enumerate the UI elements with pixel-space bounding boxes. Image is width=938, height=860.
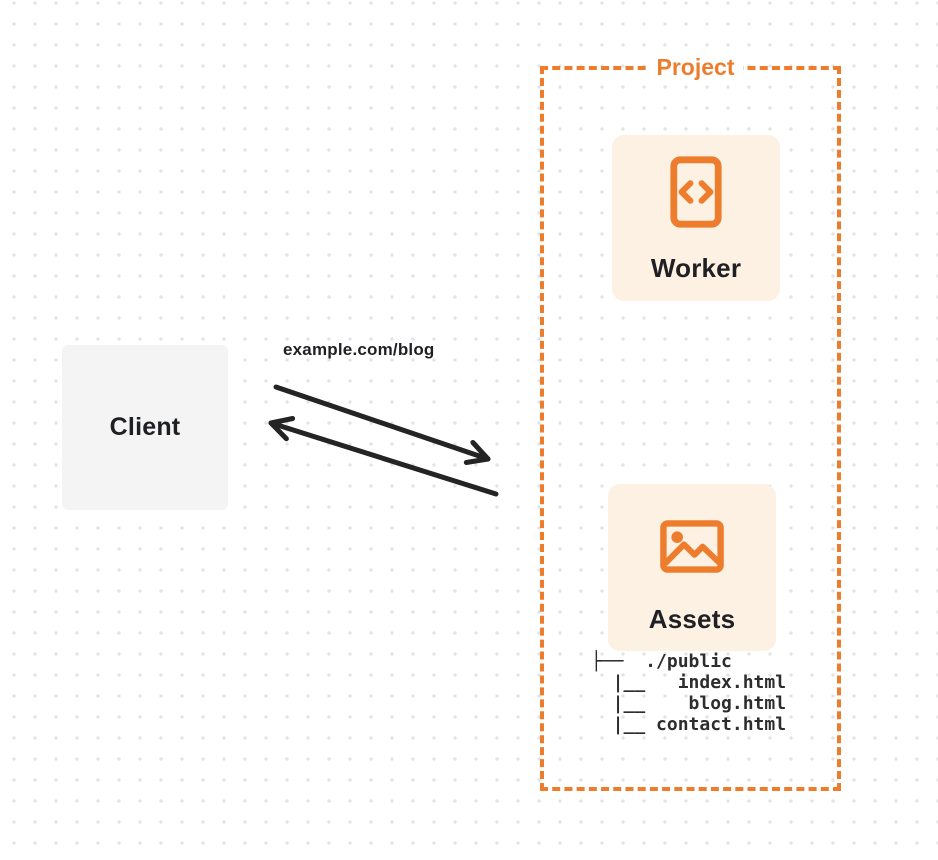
assets-label: Assets — [648, 604, 736, 634]
file-tree: ├── ./public |__ index.html |__ blog.htm… — [591, 651, 787, 735]
worker-label: Worker — [650, 253, 742, 283]
assets-node: Assets — [608, 484, 776, 651]
code-document-icon — [670, 156, 722, 228]
request-url-label: example.com/blog — [283, 340, 435, 359]
request-arrow — [273, 384, 491, 465]
worker-node: Worker — [612, 135, 780, 301]
client-label: Client — [109, 413, 181, 441]
project-container: Project Worker Assets ├── ./public |__ i… — [540, 52, 841, 791]
image-icon — [660, 520, 724, 573]
project-title: Project — [647, 52, 744, 82]
client-node: Client — [62, 345, 228, 510]
response-arrow — [268, 416, 499, 497]
